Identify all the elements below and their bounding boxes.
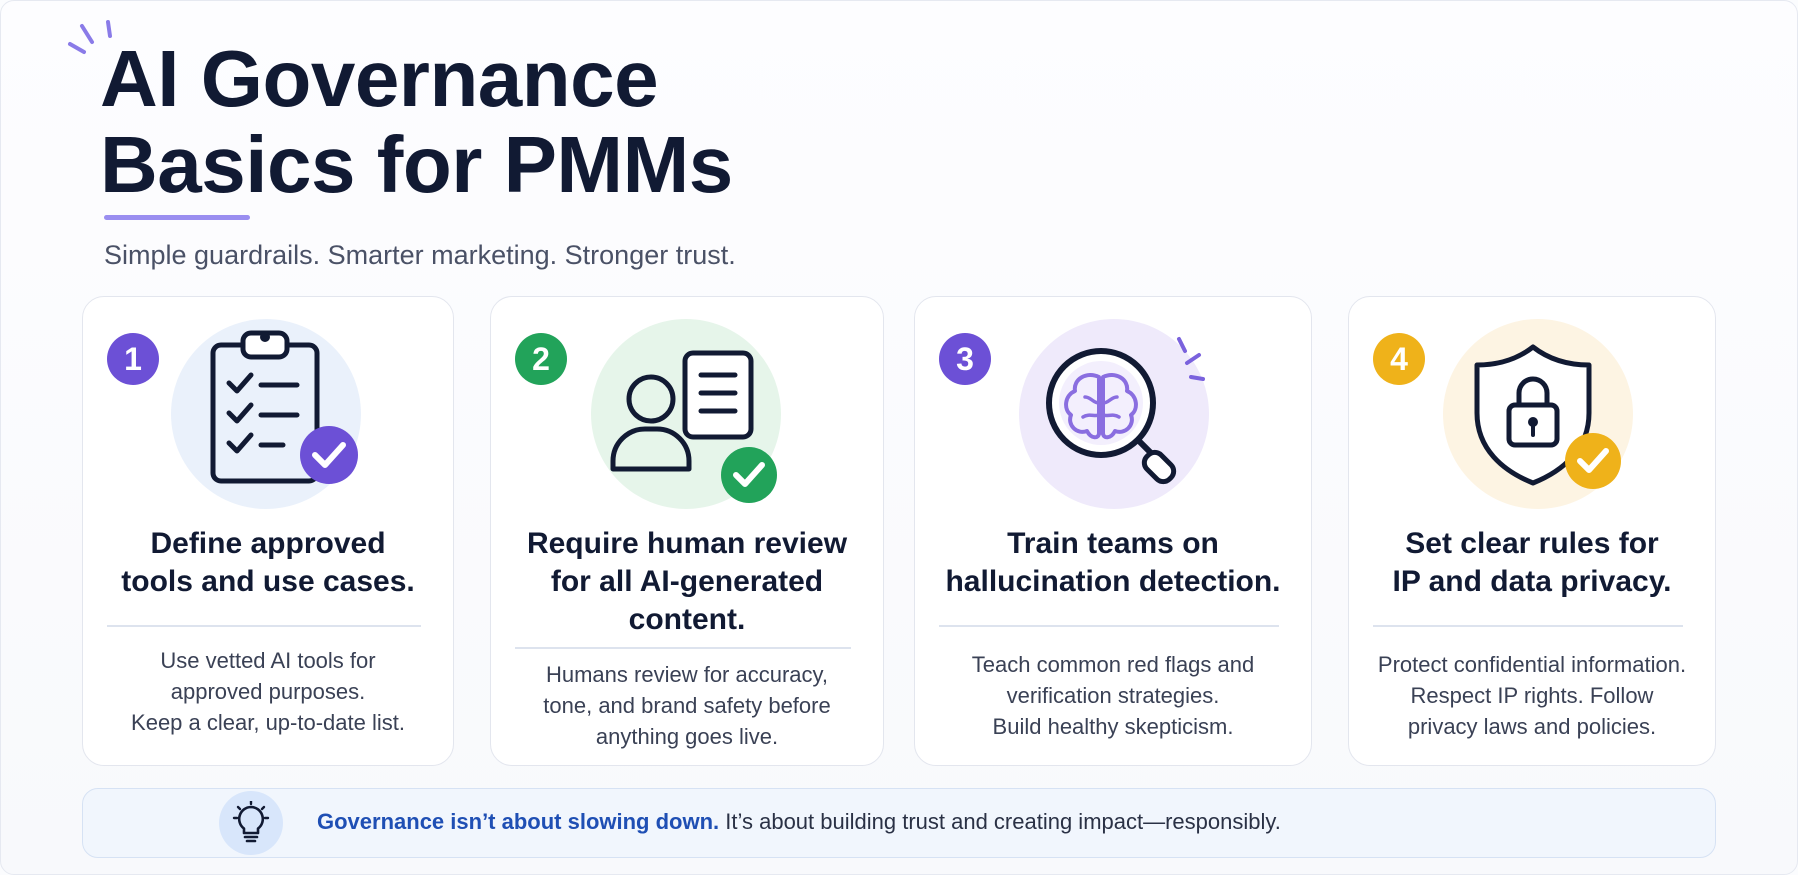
person-review-icon [610,350,777,503]
lightbulb-icon-circle [219,791,283,855]
subtitle: Simple guardrails. Smarter marketing. St… [104,240,736,270]
card-title: Require human review for all AI-generate… [526,527,848,636]
shield-lock-icon [1474,344,1621,489]
card-description: Use vetted AI tools for approved purpose… [131,648,405,735]
footer-message-rest: It’s about building trust and creating i… [719,809,1281,834]
card-ip-data-privacy: 4 Set clear rules for IP and data privac… [1348,296,1716,766]
card-title: Define approved tools and use cases. [121,527,415,598]
footer-message-emphasis: Governance isn’t about slowing down. [317,809,720,834]
card-divider [107,625,421,627]
clipboard-checklist-icon [210,330,358,484]
footer-banner: Governance isn’t about slowing down. It’… [82,788,1716,858]
title-underline [104,215,250,220]
card-human-review: 2 Require human review for all AI-genera… [490,296,884,766]
card-divider [939,625,1279,627]
card-description: Protect confidential information. Respec… [1377,652,1687,739]
card-approved-tools: 1 Define approved tools and use cases. U… [82,296,454,766]
footer-message: Governance isn’t about slowing down. It’… [317,809,1281,835]
card-hallucination-training: 3 Train teams on hallucination detection… [914,296,1312,766]
card-description: Humans review for accuracy, tone, and br… [543,662,831,749]
magnifier-brain-icon [1046,337,1205,485]
title-line-1: AI Governance [100,34,659,123]
step-badge-3: 3 [939,333,991,385]
card-divider [515,647,851,649]
title-line-2: Basics for PMMs [100,120,733,209]
card-title: Set clear rules for IP and data privacy. [1392,527,1672,598]
page-title: AI Governance Basics for PMMs [100,36,733,208]
card-title: Train teams on hallucination detection. [945,527,1281,598]
step-badge-1: 1 [107,333,159,385]
sparkle-icon [68,20,112,54]
card-description: Teach common red flags and verification … [971,652,1255,739]
lightbulb-icon [232,801,270,843]
step-badge-2: 2 [515,333,567,385]
card-divider [1373,625,1683,627]
step-badge-4: 4 [1373,333,1425,385]
